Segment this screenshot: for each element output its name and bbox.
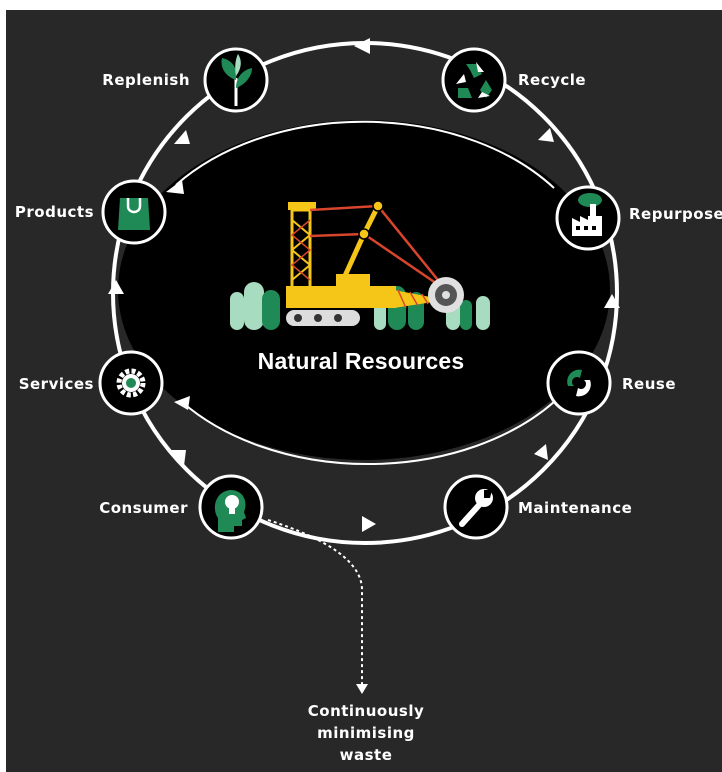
inner-arc-top (175, 120, 555, 189)
node-products (101, 179, 167, 245)
ring-arrow-upper-left (174, 130, 190, 144)
label-consumer: Consumer (99, 499, 188, 517)
inner-arc-bottom (181, 401, 555, 466)
node-reuse (546, 350, 612, 416)
node-replenish (203, 47, 269, 113)
node-repurpose (555, 185, 621, 251)
waste-label: Continuously minimising waste (276, 700, 456, 766)
inner-arrow-bottom (174, 396, 190, 410)
gear-icon (116, 368, 146, 398)
ring-arrow-lower-right (534, 444, 548, 460)
label-maintenance: Maintenance (518, 499, 633, 517)
label-services: Services (18, 375, 94, 393)
excavator-illustration (230, 200, 490, 330)
reuse-arrows-icon (567, 369, 591, 397)
waste-line-1: Continuously (307, 702, 425, 720)
sprout-icon (221, 58, 237, 80)
waste-line-2: minimising (317, 724, 415, 742)
waste-dotted-line (267, 519, 363, 686)
label-replenish: Replenish (102, 71, 190, 89)
factory-icon (572, 193, 602, 236)
head-lightbulb-icon (214, 490, 246, 532)
node-consumer (198, 474, 264, 540)
waste-arrowhead (356, 684, 368, 694)
center-title: Natural Resources (257, 348, 465, 374)
ring-arrow-top (354, 38, 370, 54)
inner-arrow-top (166, 180, 184, 194)
label-products: Products (14, 203, 94, 221)
node-maintenance (443, 474, 509, 540)
node-recycle (441, 47, 507, 113)
ring-arrow-lower-left (170, 450, 186, 466)
circular-economy-diagram (98, 38, 621, 694)
label-reuse: Reuse (622, 375, 677, 393)
wrench-icon (459, 489, 493, 527)
ring-arrow-upper-right (538, 128, 554, 142)
ring-arrow-right (604, 294, 620, 308)
node-services (98, 350, 164, 416)
ring-arrow-left (108, 280, 124, 294)
ring-arrow-bottom (362, 516, 376, 532)
label-repurpose: Repurpose (629, 205, 722, 223)
label-recycle: Recycle (518, 71, 587, 89)
waste-line-3: waste (339, 746, 393, 764)
shopping-bag-icon (118, 198, 150, 230)
diagram-canvas: Replenish Recycle Products Repurpose Ser… (6, 10, 722, 772)
